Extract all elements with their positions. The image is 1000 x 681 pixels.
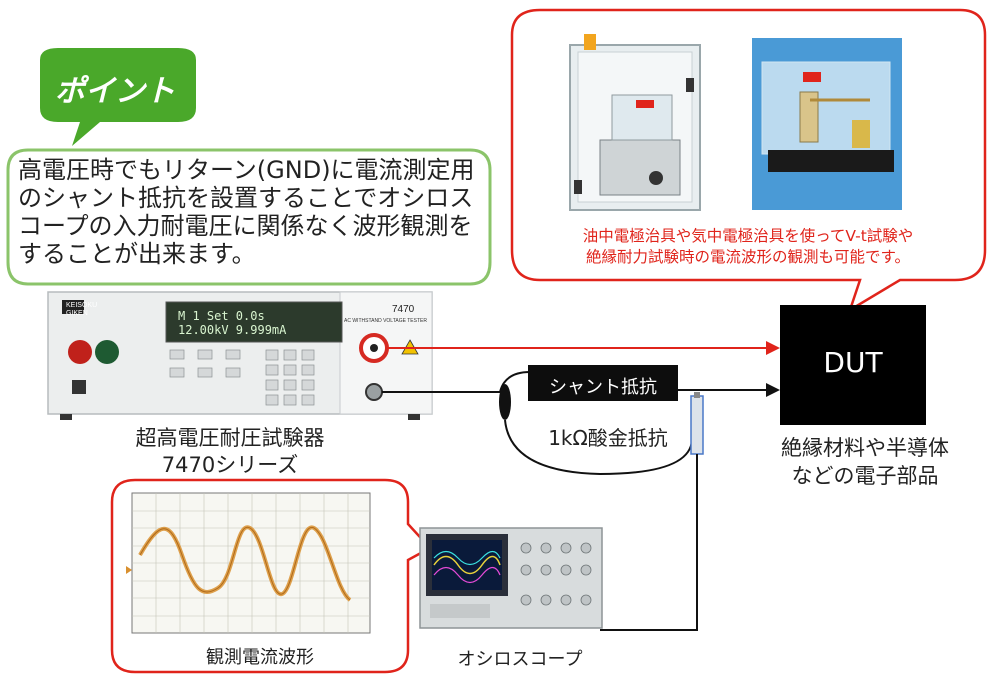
tester-brand-line-1: KEISOKU bbox=[66, 302, 98, 309]
fixture-line-1: 油中電極治具や気中電極治具を使ってV-t試験や bbox=[582, 227, 914, 245]
waveform-label: 観測電流波形 bbox=[206, 647, 314, 668]
dut-desc-line-2: などの電子部品 bbox=[791, 464, 939, 488]
probe-cable bbox=[600, 454, 698, 631]
oscilloscope-label: オシロスコープ bbox=[457, 649, 583, 670]
shunt-resistor-box bbox=[528, 365, 678, 401]
waveform-plot bbox=[126, 492, 371, 634]
tester-display-line-2: 12.00kV 9.999mA bbox=[178, 323, 287, 337]
point-line-3: コープの入力耐電圧に関係なく波形観測を bbox=[18, 212, 473, 240]
tester-brand: KEISOKU GIKEN bbox=[66, 302, 97, 318]
oscilloscope-device bbox=[419, 527, 603, 629]
tester-name-line-2: 7470シリーズ bbox=[161, 453, 299, 477]
air-electrode-fixture-photo bbox=[752, 38, 902, 210]
dut-description: 絶縁材料や半導体 などの電子部品 bbox=[740, 434, 990, 490]
point-badge-label: ポイント bbox=[55, 74, 175, 109]
dut-box bbox=[780, 305, 926, 425]
tester-name: 超高電圧耐圧試験器 7470シリーズ bbox=[95, 425, 365, 479]
tester-display-line-1: M 1 Set 0.0s bbox=[178, 309, 265, 323]
probe-body bbox=[690, 395, 704, 455]
oil-electrode-fixture-photo bbox=[569, 34, 701, 211]
point-badge bbox=[40, 48, 196, 146]
fixture-line-2: 絶縁耐力試験時の電流波形の観測も可能です。 bbox=[586, 248, 910, 266]
dut-label: DUT bbox=[823, 346, 883, 379]
return-wire-1 bbox=[382, 371, 531, 393]
fixture-callout-text: 油中電極治具や気中電極治具を使ってV-t試験や 絶縁耐力試験時の電流波形の観測も… bbox=[518, 226, 978, 268]
tester-brand-line-2: GIKEN bbox=[66, 310, 88, 317]
shunt-label: シャント抵抗 bbox=[549, 377, 657, 398]
point-line-2: のシャント抵抗を設置することでオシロス bbox=[18, 184, 474, 212]
probe-clip bbox=[499, 384, 511, 420]
tester-display: M 1 Set 0.0s 12.00kV 9.999mA bbox=[172, 307, 342, 339]
point-callout-text: 高電圧時でもリターン(GND)に電流測定用 のシャント抵抗を設置することでオシロ… bbox=[18, 156, 488, 268]
tester-model-label: 7470 bbox=[392, 304, 415, 315]
point-line-1: 高電圧時でもリターン(GND)に電流測定用 bbox=[18, 156, 475, 184]
withstand-tester-device bbox=[47, 291, 433, 420]
tester-name-line-1: 超高電圧耐圧試験器 bbox=[135, 426, 325, 450]
tester-subtitle: AC WITHSTAND VOLTAGE TESTER bbox=[344, 318, 427, 324]
shunt-sub-label: 1kΩ酸金抵抗 bbox=[548, 426, 668, 450]
point-line-4: することが出来ます。 bbox=[18, 240, 256, 268]
probe-ground-loop bbox=[504, 419, 693, 476]
dut-desc-line-1: 絶縁材料や半導体 bbox=[781, 436, 949, 460]
point-callout-bubble bbox=[6, 148, 492, 286]
